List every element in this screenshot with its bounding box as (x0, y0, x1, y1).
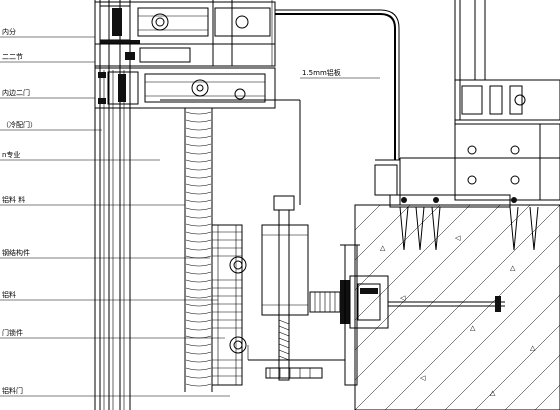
label-1: 二二节 (2, 53, 23, 61)
insulation-strip (184, 108, 213, 392)
hatch-mark-1: ◁ (455, 234, 461, 242)
hatch-mark-3: ◁ (400, 294, 406, 302)
hatch-mark-7: △ (490, 389, 496, 397)
label-5: 铝料 料 (2, 195, 25, 204)
hatch-mark-6: ◁ (420, 374, 426, 382)
right-window-frame (454, 0, 560, 201)
label-8: 门锁件 (2, 328, 23, 337)
slotted-channel (211, 224, 247, 386)
label-4: n专业 (2, 150, 20, 159)
hatch-mark-5: △ (530, 344, 536, 352)
label-6: 钢结构件 (2, 248, 30, 257)
callout-label: 1.5mm铝板 (302, 68, 341, 77)
label-9: 铝料门 (2, 386, 23, 395)
hatch-mark-2: △ (510, 264, 516, 272)
middle-profile (94, 67, 276, 109)
plate-callout: 1.5mm铝板 (300, 68, 380, 79)
hatch-mark-0: △ (380, 244, 386, 252)
label-0: 内分 (2, 27, 16, 36)
label-3: （冷配门） (2, 120, 37, 129)
label-2: 内边二门 (2, 88, 30, 97)
aggregate-marks: △ ◁ △ ◁ △ △ ◁ △ (380, 234, 536, 397)
expansion-anchors (340, 194, 539, 386)
leader-lines (0, 36, 230, 397)
hatch-mark-4: △ (470, 324, 476, 332)
horizontal-bolt (309, 275, 505, 329)
threaded-rod (247, 195, 345, 381)
top-profile (94, 0, 276, 67)
leader-labels: 内分 二二节 内边二门 （冷配门） n专业 铝料 料 钢结构件 铝料 门锁件 铝… (2, 27, 37, 395)
concrete-slab: △ ◁ △ ◁ △ △ ◁ △ (354, 157, 560, 410)
label-7: 铝料 (2, 290, 16, 299)
aluminium-plate (271, 0, 400, 196)
